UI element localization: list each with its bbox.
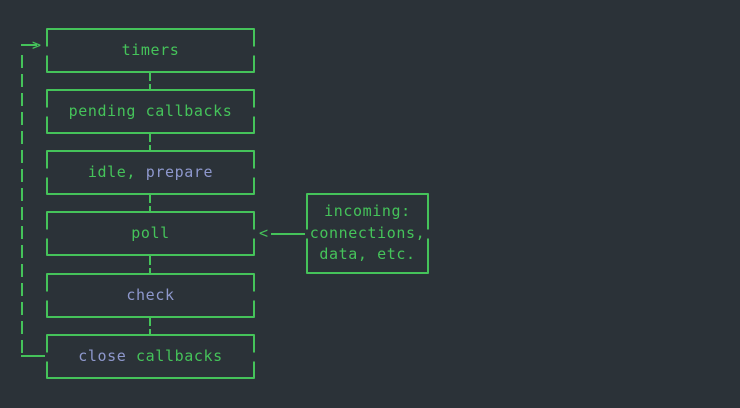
incoming-arrowhead-icon: < bbox=[259, 224, 269, 242]
phase-box-pending-callbacks[interactable]: pending callbacks bbox=[46, 89, 255, 134]
connector-poll-check bbox=[149, 256, 151, 274]
connector-pending-idle bbox=[149, 133, 151, 151]
loop-top-segment bbox=[21, 44, 37, 46]
connector-timers-pending bbox=[149, 72, 151, 90]
phase-box-idle-prepare[interactable]: idle, prepare bbox=[46, 150, 255, 195]
phase-box-check[interactable]: check bbox=[46, 273, 255, 318]
loop-vertical-line bbox=[21, 55, 23, 355]
loop-arrowhead-icon: > bbox=[32, 36, 42, 54]
incoming-connector-line bbox=[271, 233, 307, 235]
connector-idle-poll bbox=[149, 194, 151, 212]
phase-label-check: check bbox=[126, 285, 175, 304]
phase-box-poll[interactable]: poll bbox=[46, 211, 255, 256]
phase-label-timers: timers bbox=[121, 40, 180, 59]
phase-box-timers[interactable]: timers bbox=[46, 28, 255, 73]
phase-box-close-callbacks[interactable]: close callbacks bbox=[46, 334, 255, 379]
connector-check-close bbox=[149, 317, 151, 335]
phase-label-close-callbacks: close callbacks bbox=[78, 346, 223, 365]
phase-label-pending-callbacks: pending callbacks bbox=[68, 101, 233, 120]
phase-label-poll: poll bbox=[131, 223, 170, 242]
incoming-label: incoming:connections,data, etc. bbox=[309, 201, 426, 264]
phase-label-idle-prepare: idle, prepare bbox=[87, 162, 214, 181]
loop-bottom-segment bbox=[21, 355, 48, 357]
incoming-box[interactable]: incoming:connections,data, etc. bbox=[306, 193, 429, 274]
